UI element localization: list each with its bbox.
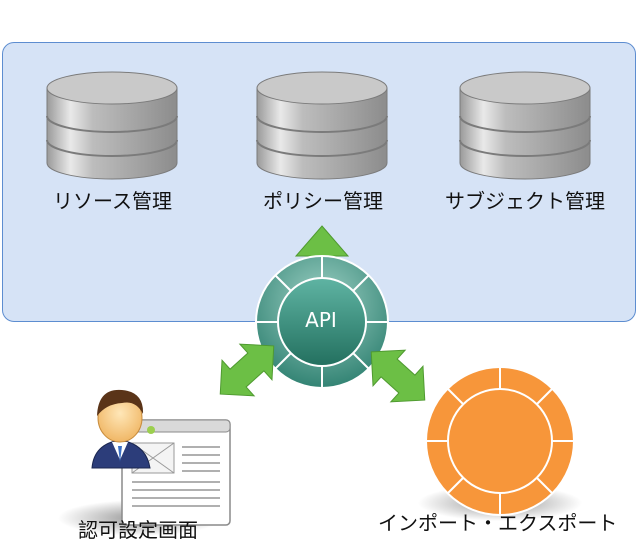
- api-wheel-icon: [255, 255, 389, 389]
- resource-database-icon: [46, 71, 178, 180]
- resource-management-label: リソース管理: [53, 189, 172, 213]
- policy-management-label: ポリシー管理: [263, 189, 383, 213]
- policy-database-icon: [256, 71, 388, 180]
- api-label: API: [305, 308, 337, 332]
- user-avatar-icon: [91, 389, 155, 469]
- auth-settings-screen-icon: [121, 419, 231, 526]
- import-export-wheel-icon: [425, 366, 575, 516]
- subject-management-label: サブジェクト管理: [445, 189, 605, 213]
- import-export-label: インポート・エクスポート: [378, 511, 618, 535]
- auth-settings-screen-label: 認可設定画面: [78, 518, 198, 542]
- api-auth-arrow-icon: [219, 343, 275, 397]
- api-import-arrow-icon: [370, 349, 426, 403]
- subject-database-icon: [459, 71, 591, 180]
